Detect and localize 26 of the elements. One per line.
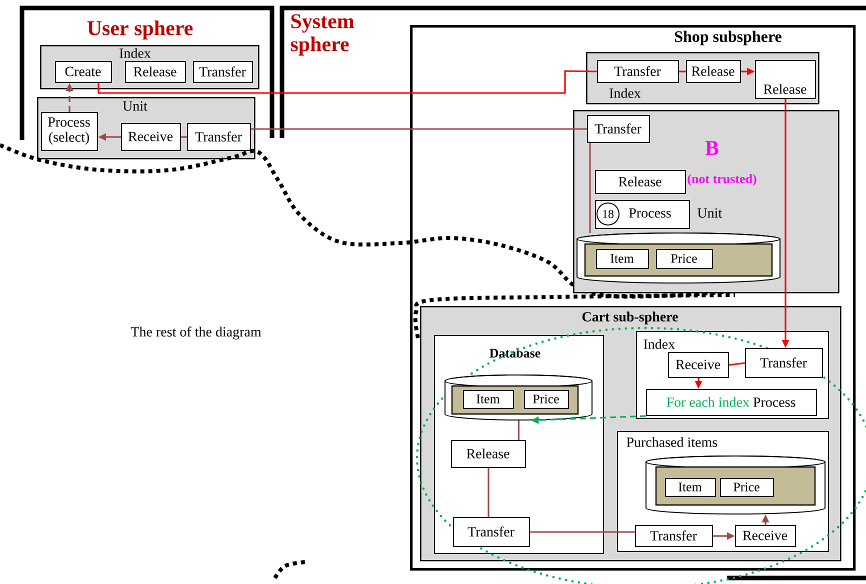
note-text: The rest of the diagram xyxy=(130,326,262,340)
step-box: For each index Process xyxy=(646,389,818,416)
step-box: Transfer xyxy=(193,61,253,83)
field-box: Item xyxy=(665,478,716,497)
step-box: Transfer xyxy=(453,517,530,547)
field-box: Price xyxy=(524,390,569,409)
step-box: Transfer xyxy=(745,348,823,378)
field-box: Item xyxy=(596,249,649,269)
step-box: Create xyxy=(55,61,112,83)
step-box: Receive xyxy=(735,525,796,547)
step-box: Transfer xyxy=(587,115,650,143)
step-box: Transfer xyxy=(597,60,679,83)
node-label: Unit xyxy=(698,208,722,218)
step-box: Transfer xyxy=(635,525,713,547)
step-box: Receive xyxy=(121,123,181,151)
field-box: Price xyxy=(720,478,774,497)
field-box: Price xyxy=(656,249,713,269)
step-box: Receive xyxy=(668,352,729,378)
field-box: Item xyxy=(463,390,514,409)
step-box: Transfer xyxy=(187,123,251,151)
step-box: Release xyxy=(686,60,741,83)
step-box: Release xyxy=(755,60,816,99)
step-box: Release xyxy=(451,440,526,468)
step-box: Release xyxy=(595,170,686,194)
step-box: Release xyxy=(125,61,186,83)
step-box: Process (select) xyxy=(41,112,98,151)
